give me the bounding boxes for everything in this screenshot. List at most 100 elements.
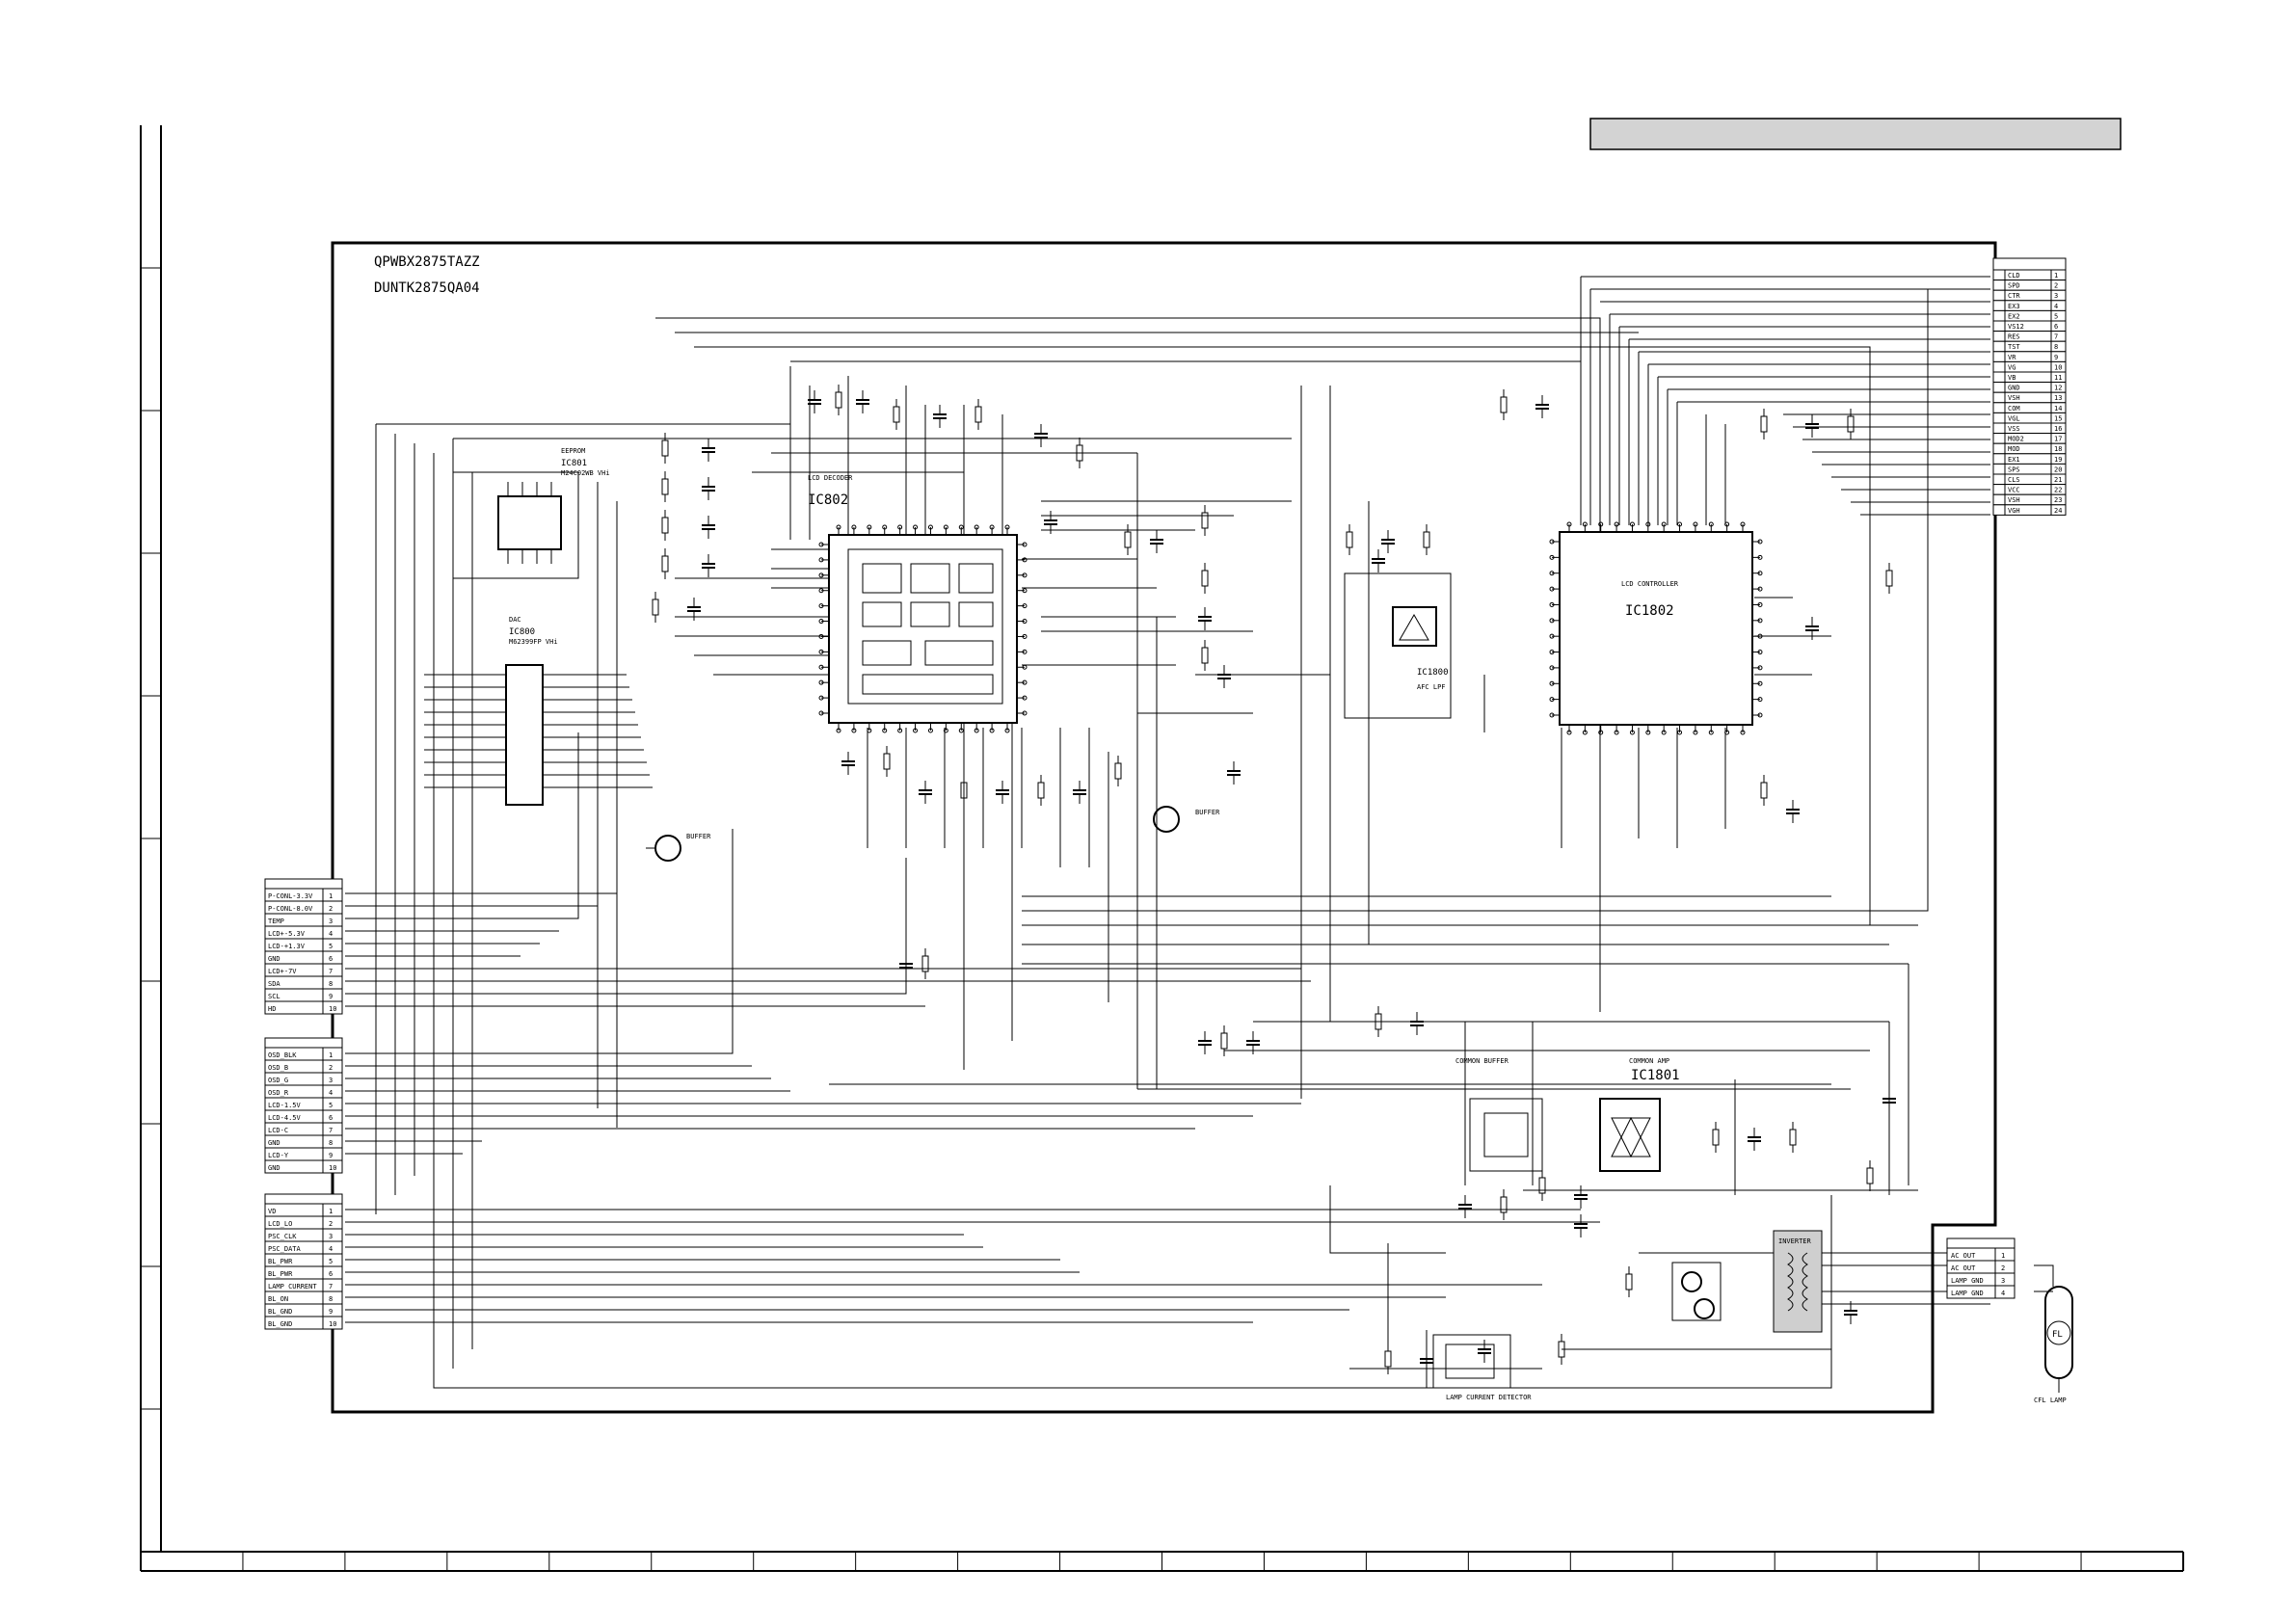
connector-pin-label: RES (2008, 333, 2020, 341)
pin-pad (1582, 521, 1588, 527)
connector-pin-label: VS12 (2008, 323, 2024, 331)
connector-pin-number: 5 (2054, 312, 2058, 320)
pin-pad (1757, 712, 1763, 718)
connector-pin-number: 11 (2054, 374, 2062, 382)
pin-pad (1022, 649, 1028, 654)
pin-pad (1022, 603, 1028, 609)
pin-pad (1757, 618, 1763, 624)
pin-pad (1757, 697, 1763, 703)
connector-pin-label: COM (2008, 405, 2020, 412)
pin-pad (1724, 730, 1730, 735)
ic800-ref: IC800 (509, 627, 535, 637)
connector-pin-number-cell (322, 1159, 343, 1174)
ic802-decoder-ref: IC802 (808, 492, 848, 508)
pin-pad (1004, 728, 1010, 733)
pin-pad (1757, 665, 1763, 671)
resistor (1625, 1273, 1633, 1290)
connector-pin-number: 2 (329, 905, 333, 913)
pin-pad (1740, 521, 1746, 527)
connector-pin-label: GND (268, 955, 280, 963)
connector-pin-number-cell (2050, 504, 2067, 516)
connector-pin-label: LCD+-7V (268, 968, 297, 975)
resistor (661, 478, 669, 495)
pin-pad (1549, 571, 1555, 576)
pin-pad (1693, 521, 1698, 527)
resistor (1201, 512, 1209, 529)
pin-pad (818, 664, 824, 670)
connector-pin-label: OSD_BLK (268, 1051, 297, 1059)
connector-pin-number-cell (1992, 331, 2006, 342)
resistor (974, 406, 982, 423)
ic1801-type: COMMON AMP (1629, 1057, 1669, 1065)
ic800-part: M62399FP VHi (509, 638, 558, 646)
pin-pad (1661, 730, 1667, 735)
connector-pin-label: P-CONL-8.0V (268, 905, 313, 913)
connector-pin-number: 1 (329, 892, 333, 900)
connector-pin-label: AC OUT (1951, 1252, 1976, 1260)
inverter-block: INVERTER (1671, 1230, 1823, 1333)
connector-pin-number: 8 (2054, 343, 2058, 351)
svg-text:BUFFER: BUFFER (1195, 809, 1220, 816)
pin-pad (1022, 679, 1028, 685)
resistor (1500, 1196, 1508, 1213)
pin-pad (836, 728, 841, 733)
resistor (661, 555, 669, 572)
connector-pin-label: VSH (2008, 394, 2020, 402)
connector-pin-label: TEMP (268, 918, 284, 925)
connector-pin-label: AC OUT (1951, 1264, 1976, 1272)
pin-pad (1022, 542, 1028, 547)
resistor (1847, 415, 1855, 433)
connector-pin-number: 2 (329, 1064, 333, 1072)
connector-pin-label: VB (2008, 374, 2016, 382)
sheet-frame (140, 125, 2184, 1572)
connector-pin-label: VSS (2008, 425, 2020, 433)
connector-pin-label: PSC_DATA (268, 1245, 302, 1253)
pin-pad (1708, 730, 1714, 735)
connector-pin-number: 6 (329, 1270, 333, 1278)
resistor (1423, 531, 1430, 548)
connector-pin-label: LCD-Y (268, 1152, 289, 1159)
connector-pin-number-cell (1992, 402, 2006, 413)
pin-pad (1757, 539, 1763, 545)
pin-pad (1549, 601, 1555, 607)
connector-pin-number: 5 (329, 1102, 333, 1109)
connector-pin-number-cell (1992, 422, 2006, 435)
connector-pin-number-cell (1992, 289, 2006, 302)
connector-pin-label: BL_PWR (268, 1270, 293, 1278)
connector-pin-label: OSD_B (268, 1064, 288, 1072)
pin-pad (1549, 554, 1555, 560)
resistor (1220, 1032, 1228, 1050)
connector-pin-number: 16 (2054, 425, 2062, 433)
connector-pin-label: LCD-4.5V (268, 1114, 302, 1122)
connector-pin-number: 15 (2054, 414, 2062, 422)
connector-pin-number-cell (1992, 269, 2006, 281)
pin-pad (867, 728, 872, 733)
connector-pin-number: 10 (329, 1005, 336, 1013)
connector-pin-number-cell (1992, 442, 2006, 455)
pin-pad (818, 619, 824, 625)
connector-pin-number: 9 (2054, 354, 2058, 361)
connector-pin-label: SDA (268, 980, 280, 988)
pin-pad (851, 728, 857, 733)
resistor (1760, 782, 1768, 799)
connector-pin-label: VSH (2008, 496, 2020, 504)
connector-pin-number: 18 (2054, 445, 2062, 453)
resistor (835, 391, 842, 409)
pin-pad (1022, 572, 1028, 578)
connector-pin-number: 10 (329, 1164, 336, 1172)
connector-pin-number-cell (1992, 412, 2006, 424)
ic1800-part: AFC LPF (1417, 683, 1446, 691)
connector-pin-number-cell (1992, 504, 2006, 516)
pin-pad (913, 728, 919, 733)
connector-pin-number: 17 (2054, 436, 2062, 443)
pin-pad (1629, 521, 1635, 527)
lamp-symbol: FL (2052, 1330, 2063, 1340)
ic801-ref: IC801 (561, 459, 587, 468)
ic1800-ref: IC1800 (1417, 668, 1449, 678)
svg-text:COMMON BUFFER: COMMON BUFFER (1455, 1057, 1509, 1065)
ic801-part: M24C02WB VHi (561, 469, 610, 477)
connector-pin-number-cell (322, 1316, 343, 1330)
pin-pad (1022, 633, 1028, 639)
connector-pin-number-cell (1992, 391, 2006, 404)
svg-text:LAMP CURRENT DETECTOR: LAMP CURRENT DETECTOR (1446, 1394, 1532, 1401)
